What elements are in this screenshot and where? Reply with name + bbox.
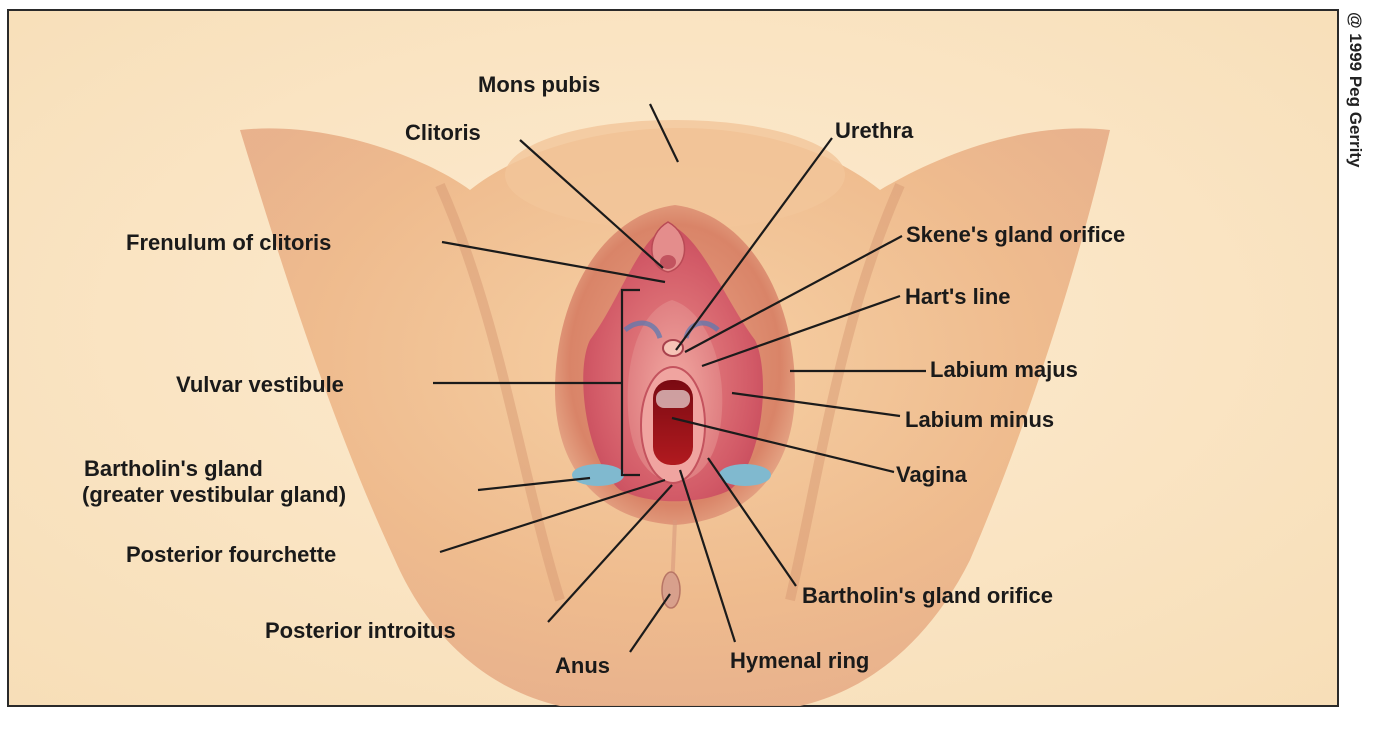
- label-posterior-introitus: Posterior introitus: [265, 618, 456, 643]
- label-frenulum: Frenulum of clitoris: [126, 230, 331, 255]
- copyright-notice: @ 1999 Peg Gerrity: [1346, 12, 1365, 168]
- label-labium-majus: Labium majus: [930, 357, 1078, 382]
- label-hymenal-ring: Hymenal ring: [730, 648, 869, 673]
- label-bartholin-gland-alt: (greater vestibular gland): [82, 482, 346, 507]
- label-posterior-fourchette: Posterior fourchette: [126, 542, 336, 567]
- label-mons-pubis: Mons pubis: [478, 72, 600, 97]
- bartholin-gland-right: [719, 464, 771, 486]
- bartholin-gland-left: [572, 464, 624, 486]
- label-bartholin-gland-orifice: Bartholin's gland orifice: [802, 583, 1053, 608]
- label-skenes-gland-orifice: Skene's gland orifice: [906, 222, 1125, 247]
- label-vulvar-vestibule: Vulvar vestibule: [176, 372, 344, 397]
- label-harts-line: Hart's line: [905, 284, 1011, 309]
- label-urethra: Urethra: [835, 118, 914, 143]
- label-clitoris: Clitoris: [405, 120, 481, 145]
- label-labium-minus: Labium minus: [905, 407, 1054, 432]
- label-vagina: Vagina: [896, 462, 968, 487]
- label-anus: Anus: [555, 653, 610, 678]
- label-bartholin-gland: Bartholin's gland: [84, 456, 263, 481]
